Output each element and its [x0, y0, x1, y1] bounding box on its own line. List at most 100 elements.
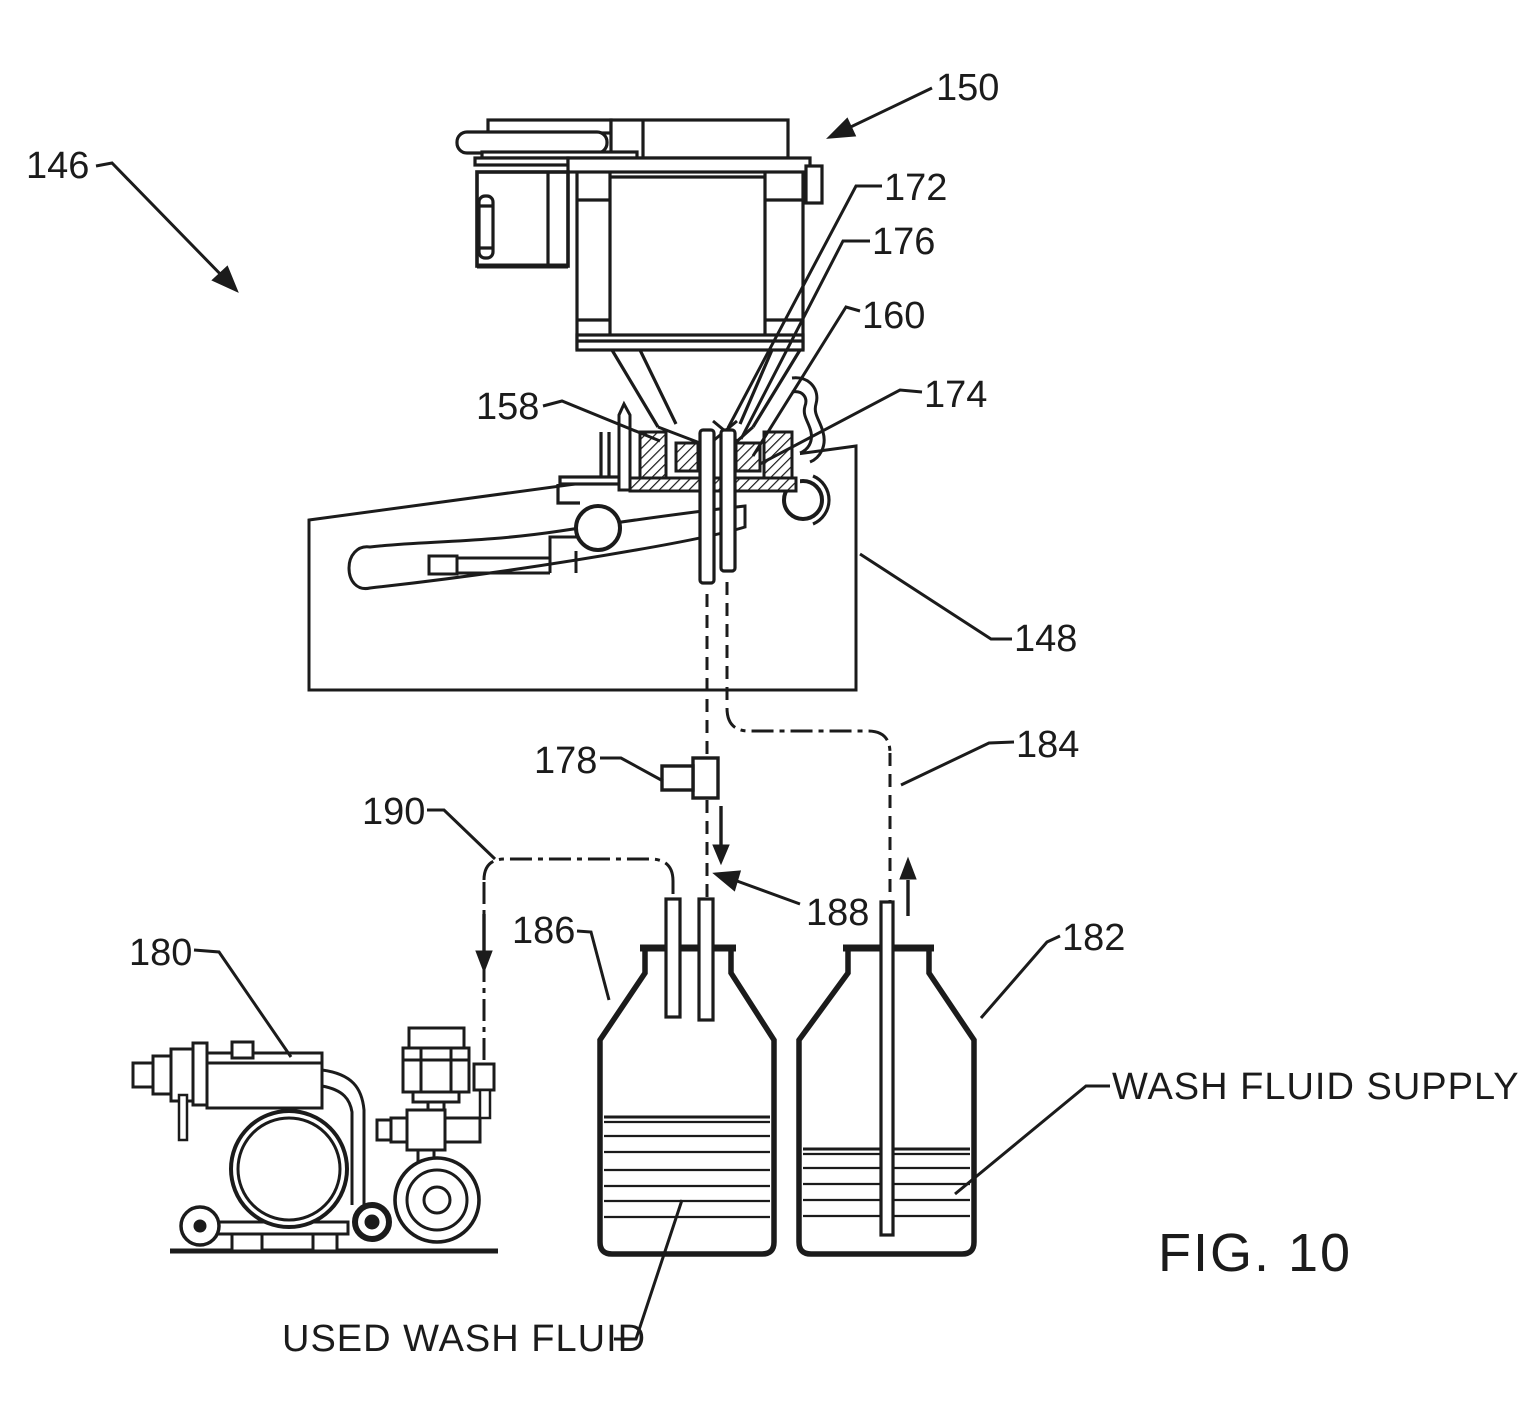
seal-insert-right	[734, 441, 762, 473]
base-housing	[307, 444, 858, 692]
leader-used-wash-fluid	[614, 1199, 684, 1341]
tube-left	[698, 428, 716, 585]
cross-left-cap	[375, 1118, 393, 1142]
motor-valve-small	[230, 1040, 255, 1060]
leader-188	[725, 875, 801, 906]
pump-assembly	[131, 1026, 498, 1254]
actuator-body	[401, 1046, 471, 1094]
head-rounded-bar	[455, 130, 609, 155]
body-right-column	[763, 172, 805, 350]
pump-housing-inner	[236, 1116, 342, 1222]
bottle-186-fluid	[604, 1115, 770, 1219]
callout-178: 178	[534, 740, 597, 782]
callout-172: 172	[884, 167, 947, 209]
fitting-body	[691, 756, 720, 800]
callout-146: 146	[26, 145, 89, 187]
pump-elbow-pipe	[321, 1068, 366, 1205]
callout-158: 158	[476, 386, 539, 428]
leader-158	[542, 399, 661, 443]
tube-right	[719, 428, 737, 573]
actuator-lines	[403, 1048, 469, 1092]
callout-150: 150	[936, 67, 999, 109]
leader-wash-fluid-supply	[954, 1084, 1110, 1196]
leader-176	[739, 239, 870, 440]
leader-182	[979, 934, 1061, 1019]
bottle-182-dip-tube	[879, 900, 895, 1237]
shaft-rod	[177, 1093, 189, 1142]
seal-insert-left	[674, 441, 700, 473]
callout-182: 182	[1062, 917, 1125, 959]
leader-172	[726, 184, 882, 429]
leader-146	[95, 161, 230, 284]
shaft-step-3	[169, 1047, 195, 1103]
pump-head-core	[422, 1185, 452, 1215]
pump-foot-right	[311, 1232, 339, 1253]
callout-148: 148	[1014, 618, 1077, 660]
leader-180	[193, 948, 293, 1058]
leader-174	[759, 388, 923, 466]
label-used-wash-fluid: USED WASH FLUID	[282, 1318, 646, 1360]
left-post	[599, 432, 611, 477]
bottle-186-outline	[597, 951, 777, 1257]
leader-150-arrowhead	[826, 117, 857, 139]
fitting-side	[660, 764, 695, 792]
line-190-bend	[482, 857, 675, 882]
head-plate-main	[566, 156, 812, 174]
leader-lines	[95, 86, 1110, 1341]
arrow-up-184-head	[899, 856, 917, 880]
leader-148	[859, 552, 1012, 641]
arrow-down-190-head	[475, 950, 493, 974]
canister-clamp	[477, 194, 495, 260]
callout-160: 160	[862, 295, 925, 337]
callout-176: 176	[872, 221, 935, 263]
shaft-step-2	[151, 1054, 173, 1096]
leader-160	[751, 305, 861, 457]
callout-188: 188	[806, 892, 869, 934]
leader-186	[576, 929, 611, 1001]
leader-188-arrowhead	[712, 870, 742, 892]
leader-190	[427, 808, 497, 861]
left-step-bracket	[556, 484, 580, 505]
right-roller-arc	[812, 474, 831, 526]
dispense-tubes	[698, 428, 737, 585]
bottle-used-wash	[597, 897, 777, 1257]
reference-numerals: 146 150 172 176 160 174 158 148 178 184 …	[26, 67, 1125, 974]
right-hook	[791, 376, 826, 464]
bracket-bar	[457, 535, 578, 575]
motor-block	[205, 1051, 324, 1110]
alignment-pin	[617, 400, 632, 492]
bracket-foot	[427, 554, 459, 576]
callout-186: 186	[512, 910, 575, 952]
shaft-step-1	[131, 1061, 155, 1089]
fitting-178	[660, 756, 720, 800]
flow-arrows	[475, 806, 917, 974]
bottle-supply	[796, 900, 977, 1257]
line-190-port	[472, 1062, 496, 1092]
head-top-block-right	[609, 118, 790, 160]
line-184-bend	[725, 707, 892, 754]
arrow-down-center-head	[712, 844, 730, 866]
canister-clamp-ticks	[479, 204, 493, 250]
bottle-186-tube-right	[697, 897, 715, 1022]
leader-184	[900, 740, 1015, 787]
head-right-step	[804, 164, 824, 205]
port-stem	[478, 1088, 492, 1120]
cross-block	[405, 1108, 447, 1152]
dispense-head	[455, 118, 824, 428]
wheel-middle-hub	[364, 1214, 380, 1230]
text-annotations: USED WASH FLUID WASH FLUID SUPPLY FIG. 1…	[282, 1066, 1520, 1360]
funnel	[610, 349, 802, 428]
head-plate-left	[473, 156, 570, 167]
body-left-column	[575, 172, 612, 350]
figure-caption: FIG. 10	[1158, 1223, 1352, 1283]
callout-184: 184	[1016, 724, 1079, 766]
label-wash-fluid-supply: WASH FLUID SUPPLY	[1112, 1066, 1520, 1108]
callout-174: 174	[924, 374, 987, 416]
shaft-plate	[191, 1041, 209, 1107]
callout-190: 190	[362, 791, 425, 833]
leader-150	[835, 86, 933, 136]
pump-foot-left	[230, 1232, 264, 1253]
bottle-186-tube-left	[664, 897, 682, 1019]
